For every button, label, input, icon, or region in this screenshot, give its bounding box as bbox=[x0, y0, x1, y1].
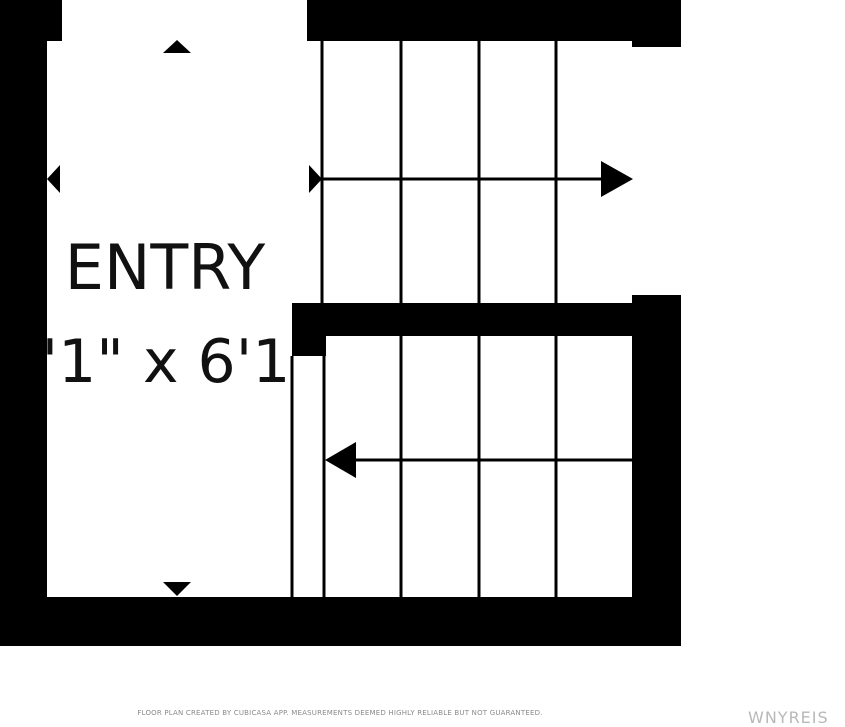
stair-lower-flight bbox=[352, 336, 632, 597]
wall-left bbox=[0, 0, 47, 646]
wall-middle-post bbox=[292, 303, 326, 356]
dimension-arrow-icon bbox=[163, 582, 191, 596]
room-name-label: ENTRY bbox=[64, 231, 266, 304]
dimension-arrow-icon bbox=[309, 165, 322, 193]
wall-right-upper-cap bbox=[632, 41, 681, 47]
wall-right-lower bbox=[632, 295, 681, 646]
room-dimensions-label: '1" x 6'1 bbox=[41, 327, 291, 397]
wall-bottom bbox=[0, 597, 681, 646]
opening-jambs bbox=[290, 41, 326, 597]
wall-top-left-stub bbox=[0, 0, 62, 41]
dimension-arrow-icon bbox=[163, 40, 191, 53]
walls bbox=[0, 0, 681, 646]
dimension-arrows bbox=[47, 40, 322, 596]
watermark: WNYREIS bbox=[748, 708, 829, 727]
wall-middle-landing bbox=[292, 303, 632, 336]
stair-direction-arrow-icon bbox=[325, 442, 356, 478]
stair-direction-arrow-icon bbox=[601, 161, 633, 197]
dimension-arrow-icon bbox=[47, 165, 60, 193]
footer-disclaimer: FLOOR PLAN CREATED BY CUBICASA APP. MEAS… bbox=[137, 709, 543, 717]
wall-top-right bbox=[307, 0, 681, 41]
stair-upper-flight bbox=[322, 41, 605, 303]
